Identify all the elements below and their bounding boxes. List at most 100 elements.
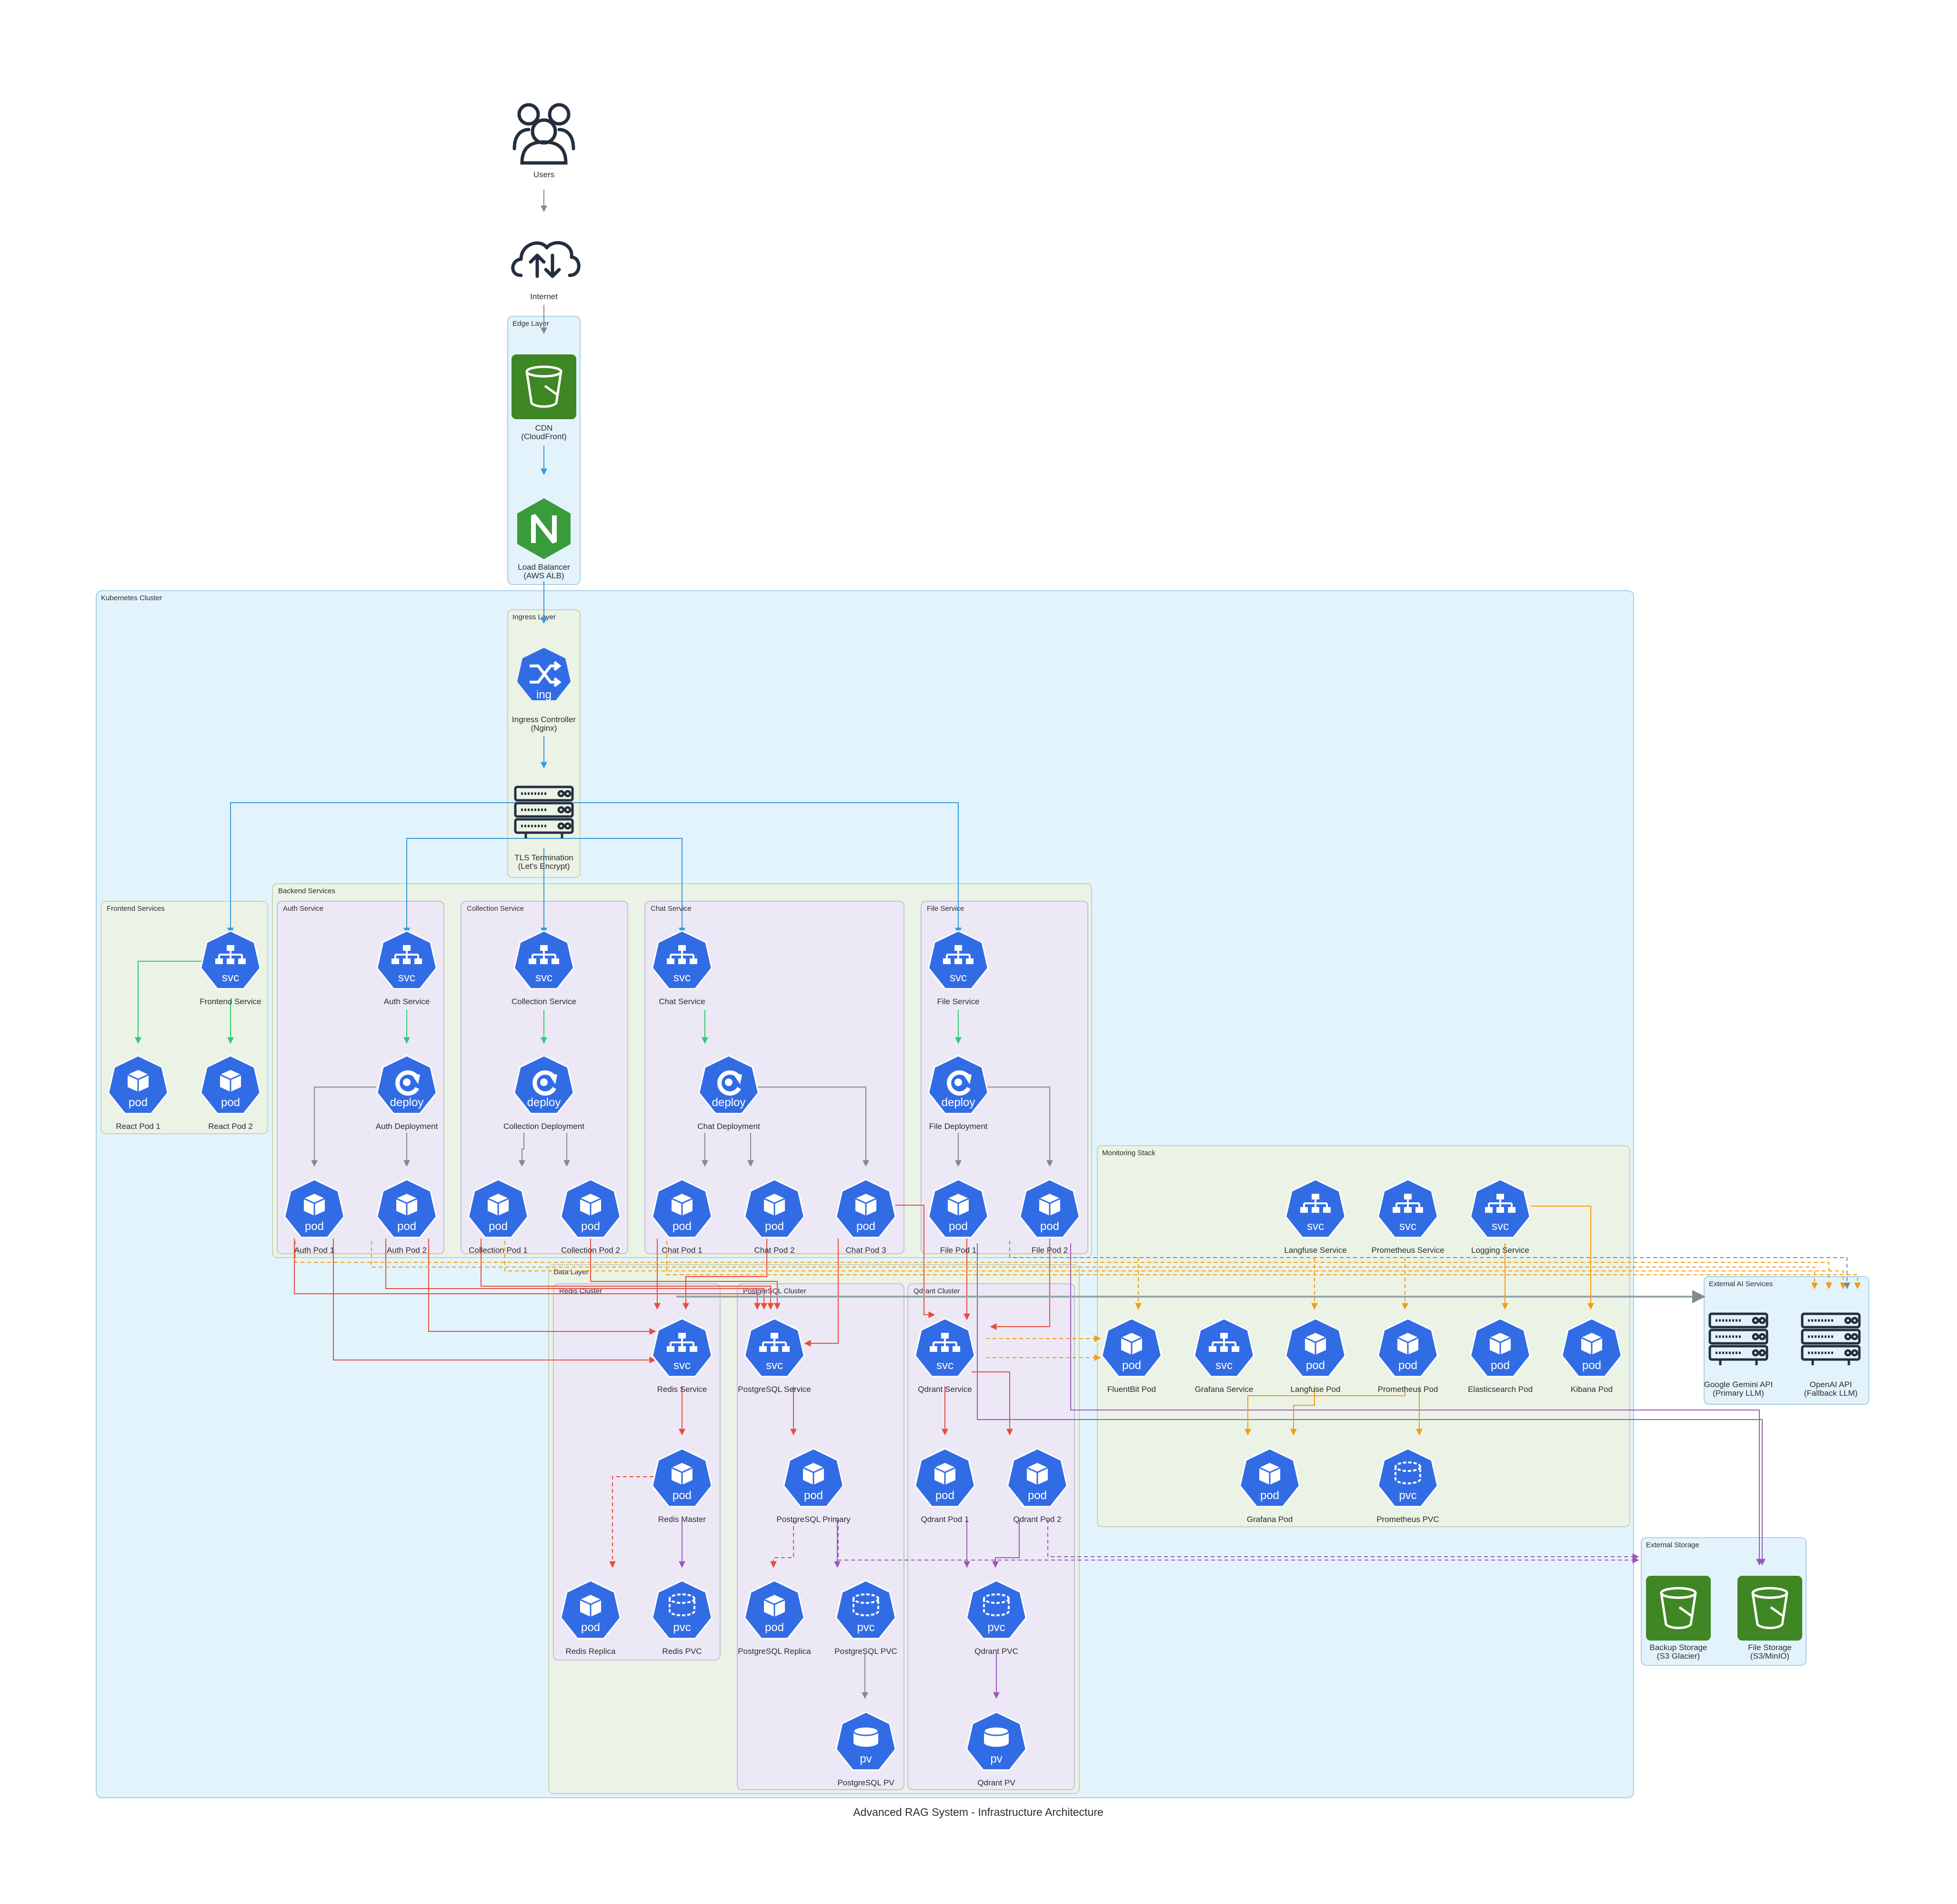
cdn-label-1: CDN <box>535 423 553 433</box>
file-storage-node[interactable]: File Storage (S3/MinIO) <box>1737 1576 1802 1661</box>
svc-glyph <box>667 945 697 964</box>
auth1-label: Auth Pod 1 <box>294 1246 334 1255</box>
edge-file-storage <box>1070 1243 1763 1566</box>
svc-glyph <box>1393 1194 1423 1213</box>
cluster-chat <box>644 901 904 1254</box>
pvc-icon-text: pvc <box>857 1621 874 1634</box>
redis-pvc-label: Redis PVC <box>662 1647 702 1656</box>
deploy-icon-text: deploy <box>942 1096 975 1109</box>
ingress-controller-node[interactable]: ing Ingress Controller (Nginx) <box>512 648 576 733</box>
pod-icon-text: pod <box>1122 1359 1141 1372</box>
users-label: Users <box>533 170 554 179</box>
qd-pvc-label: Qdrant PVC <box>974 1647 1018 1656</box>
openai-node[interactable]: OpenAI API (Fallback LLM) <box>1801 1312 1861 1398</box>
tls-termination-node[interactable]: TLS Termination (Let's Encrypt) <box>514 786 574 871</box>
users-node[interactable]: Users <box>512 103 575 179</box>
cluster-data-label: Data Layer <box>553 1268 588 1276</box>
log-svc-label: Logging Service <box>1471 1246 1529 1255</box>
chat-dep-label: Chat Deployment <box>697 1122 760 1131</box>
pvc-icon <box>1377 1448 1439 1508</box>
pod-glyph <box>580 1595 602 1617</box>
pod-glyph <box>487 1194 509 1216</box>
pod-glyph <box>1121 1333 1143 1355</box>
gemini-node[interactable]: Google Gemini API (Primary LLM) <box>1704 1312 1773 1398</box>
edges <box>135 190 1861 1699</box>
edge-langfuse-grafana <box>1290 1386 1315 1436</box>
edge-auth2-redis <box>428 1239 656 1335</box>
pg-svc-label: PostgreSQL Service <box>738 1385 811 1394</box>
ingress-label-1: Ingress Controller <box>512 715 576 724</box>
pvc-icon <box>965 1580 1027 1640</box>
edge-colldep-pod1 <box>519 1133 525 1167</box>
prom-svc-label: Prometheus Service <box>1371 1246 1444 1255</box>
cdn-node[interactable]: CDN (CloudFront) <box>512 354 576 441</box>
filestore-label-2: (S3/MinIO) <box>1750 1652 1789 1661</box>
prom-pod-label: Prometheus Pod <box>1378 1385 1438 1394</box>
fluentbit-label: FluentBit Pod <box>1107 1385 1156 1394</box>
file1-label: File Pod 1 <box>940 1246 977 1255</box>
svc-glyph <box>943 945 973 964</box>
backup-label-1: Backup Storage <box>1650 1643 1707 1652</box>
backup-storage-node[interactable]: Backup Storage (S3 Glacier) <box>1646 1576 1711 1661</box>
internet-node[interactable]: Internet <box>511 241 581 301</box>
redis-svc-label: Redis Service <box>657 1385 707 1394</box>
edge-chat3-pg <box>804 1239 839 1347</box>
cluster-backend-label: Backend Services <box>278 887 335 895</box>
pod-icon-text: pod <box>1491 1359 1510 1372</box>
edge-qd-svc-pod2 <box>972 1371 1013 1436</box>
edge-tls-frontend <box>227 802 544 935</box>
load-balancer-node[interactable]: Load Balancer (AWS ALB) <box>517 498 571 580</box>
pod-glyph <box>303 1194 325 1216</box>
pod-icon-text: pod <box>1398 1359 1417 1372</box>
pod-icon-text: pod <box>765 1220 784 1233</box>
pod-icon-text: pod <box>581 1621 600 1634</box>
qd-svc-label: Qdrant Service <box>918 1385 972 1394</box>
